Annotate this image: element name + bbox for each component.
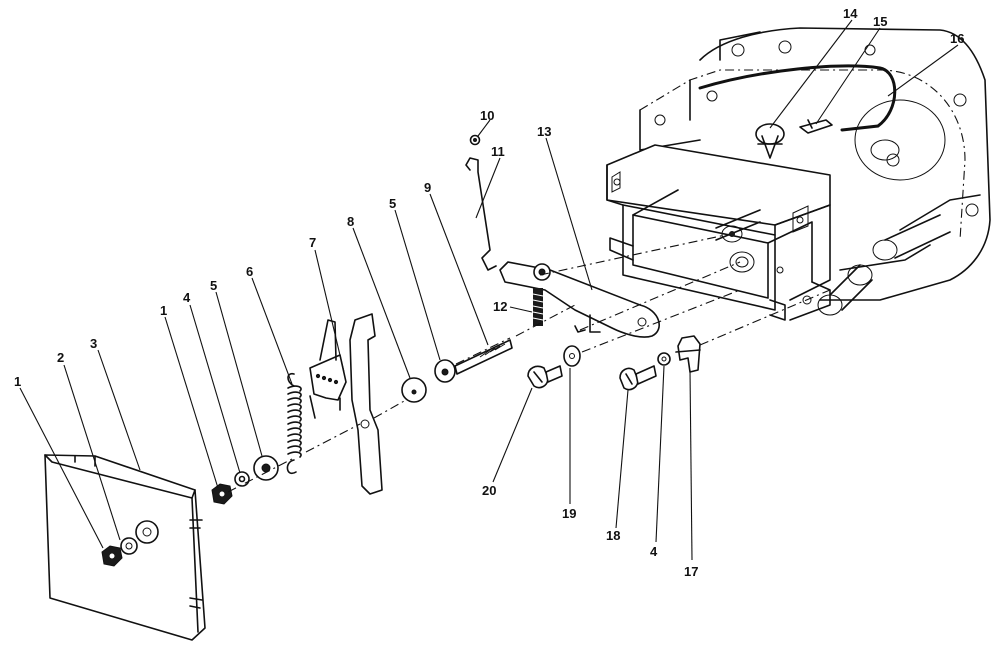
part-6-spring [286, 372, 302, 475]
callout-6-spring: 6 [246, 264, 253, 279]
callout-4-lockwasher-right: 4 [650, 544, 658, 559]
spring-coil [287, 433, 302, 440]
callout-18-screw: 18 [606, 528, 620, 543]
spring-coil [287, 415, 302, 422]
callout-4-lockwasher: 4 [183, 290, 191, 305]
engine-housing [606, 27, 991, 321]
callout-2-washer: 2 [57, 350, 64, 365]
part-18-screw [619, 365, 657, 391]
callout-16-wire: 16 [950, 31, 964, 46]
part-4-lockwasher-left [234, 471, 250, 487]
part-2-washer [120, 520, 159, 555]
part-1-nut-upper [211, 483, 233, 505]
part-11-link-rod [465, 157, 497, 271]
leader-lines [19, 19, 959, 561]
spring-coil [287, 391, 302, 398]
callout-14-switch: 14 [843, 6, 858, 21]
callout-17-clamp: 17 [684, 564, 698, 579]
spring-coil [287, 409, 302, 416]
spring-coil [287, 397, 302, 404]
part-13-governor-lever [499, 261, 660, 338]
callout-1-nut-upper: 1 [160, 303, 167, 318]
callout-13-lever: 13 [537, 124, 551, 139]
callout-15-terminal: 15 [873, 14, 887, 29]
callout-7-governor-arm: 7 [309, 235, 316, 250]
spring-coil [287, 427, 302, 434]
callout-20-screw: 20 [482, 483, 496, 498]
callout-19-washer: 19 [562, 506, 576, 521]
part-9-bolt [454, 339, 513, 375]
part-5-washer-upper [434, 359, 456, 383]
callout-8-washer: 8 [347, 214, 354, 229]
spring-coil [287, 439, 302, 446]
part-19-washer [563, 345, 581, 367]
spring-coil [287, 451, 302, 458]
callout-1-nut: 1 [14, 374, 21, 389]
spring-coil [287, 403, 302, 410]
callout-labels: 1 2 3 1 4 5 6 7 8 5 9 10 11 12 13 14 15 … [14, 6, 964, 579]
callout-12-stud: 12 [493, 299, 507, 314]
part-20-screw [527, 365, 563, 389]
part-16-wire [698, 64, 897, 132]
spring-coil [287, 445, 302, 452]
part-10-clip [469, 134, 481, 146]
part-1-nut-lower [101, 545, 123, 567]
part-17-clamp [675, 335, 701, 373]
part-4-lockwasher-right [657, 352, 671, 366]
part-5-washer-lower [253, 455, 279, 481]
callout-5-washer-lower: 5 [210, 278, 217, 293]
callout-3-cover: 3 [90, 336, 97, 351]
callout-10-clip: 10 [480, 108, 494, 123]
spring-coil [287, 421, 302, 428]
callout-5-washer-upper: 5 [389, 196, 396, 211]
callout-9-bolt: 9 [424, 180, 431, 195]
callout-11-link: 11 [491, 144, 505, 159]
alignment-centerlines [227, 233, 831, 493]
part-8-washer [401, 377, 427, 403]
part-12-stud [532, 288, 544, 326]
part-7-governor-arm [309, 313, 383, 495]
spring-coil [287, 385, 302, 392]
